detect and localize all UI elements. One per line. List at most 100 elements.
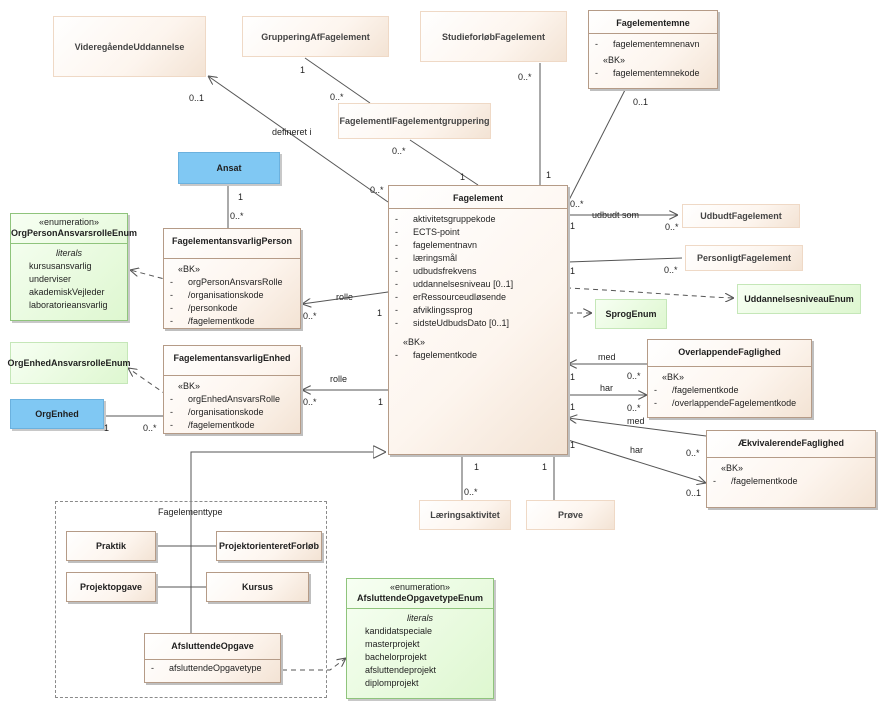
enum-name: SprogEnum	[605, 309, 657, 319]
class-name: VideregåendeUddannelse	[74, 41, 185, 52]
multiplicity: 0..1	[686, 488, 702, 498]
class-proeve[interactable]: Prøve	[526, 500, 615, 530]
enum-uddannelsesniveau[interactable]: UddannelsesniveauEnum	[737, 284, 861, 314]
class-gruppering-af-fagelement[interactable]: GrupperingAfFagelement	[242, 16, 389, 57]
attribute: -/fagelementkode	[654, 385, 739, 395]
role-label-med-overlappende: med	[598, 352, 616, 362]
class-name: OverlappendeFaglighed	[678, 347, 781, 357]
multiplicity: 0..*	[627, 403, 641, 413]
class-projektopgave[interactable]: Projektopgave	[66, 572, 156, 602]
bk-stereotype: «BK»	[662, 372, 685, 382]
class-afsluttende-opgave[interactable]: AfsluttendeOpgave -afsluttendeOpgavetype	[144, 633, 281, 683]
class-personligt-fagelement[interactable]: PersonligtFagelement	[685, 245, 803, 271]
role-label-rolle-person: rolle	[336, 292, 354, 302]
class-name: FagelementIFagelementgruppering	[339, 116, 490, 126]
class-udbudt-fagelement[interactable]: UdbudtFagelement	[682, 204, 800, 228]
class-name: Fagelement	[452, 193, 503, 203]
multiplicity: 0..*	[303, 397, 317, 407]
class-praktik[interactable]: Praktik	[66, 531, 156, 561]
attribute: -uddannelsesniveau [0..1]	[395, 279, 514, 289]
class-videregaaende-uddannelse[interactable]: VideregåendeUddannelse	[53, 16, 206, 77]
attribute: -/fagelementkode	[170, 316, 255, 326]
attribute: -sidsteUdbudsDato [0..1]	[395, 318, 510, 328]
literal-list: kursusansvarlig underviser akademiskVejl…	[11, 260, 127, 312]
role-label-defineret-i: defineret i	[272, 127, 312, 137]
separator	[164, 258, 300, 259]
class-aekvivalerende-faglighed[interactable]: ÆkvivalerendeFaglighed «BK» -/fagelement…	[706, 430, 876, 508]
class-org-enhed[interactable]: OrgEnhed	[10, 399, 104, 429]
multiplicity: 0..*	[330, 92, 344, 102]
attribute: -/organisationskode	[170, 407, 264, 417]
literal: kursusansvarlig	[29, 261, 92, 271]
literal: afsluttendeprojekt	[365, 665, 437, 675]
attribute: -fagelementnavn	[395, 240, 478, 250]
attribute: -fagelementemnenavn	[595, 39, 700, 49]
class-name: Projektopgave	[79, 582, 143, 592]
attribute-list: -orgEnhedAnsvarsRolle -/organisationskod…	[164, 393, 300, 432]
bk-attribute-list: -fagelementemnekode	[589, 67, 717, 80]
class-projektorienteret-forloeb[interactable]: ProjektorienteretForløb	[216, 531, 322, 561]
class-name: GrupperingAfFagelement	[261, 31, 370, 42]
class-name: ProjektorienteretForløb	[218, 541, 319, 551]
class-name: Kursus	[241, 582, 273, 592]
class-laeringsaktivitet[interactable]: Læringsaktivitet	[419, 500, 511, 530]
class-fagelement[interactable]: Fagelement -aktivitetsgruppekode -ECTS-p…	[388, 185, 568, 455]
class-name: Ansat	[216, 163, 242, 173]
package-title: Fagelementtype	[158, 507, 223, 517]
multiplicity: 1	[570, 266, 576, 276]
literal: laboratorieansvarlig	[29, 300, 108, 310]
attribute: -læringsmål	[395, 253, 458, 263]
literal: masterprojekt	[365, 639, 420, 649]
multiplicity: 0..1	[633, 97, 649, 107]
class-fagelementansvarlig-person[interactable]: FagelementansvarligPerson «BK» -orgPerso…	[163, 228, 301, 329]
attribute: -aktivitetsgruppekode	[395, 214, 496, 224]
attribute-list: -fagelementemnenavn	[589, 34, 717, 51]
class-studieforloeb-fagelement[interactable]: StudieforløbFagelement	[420, 11, 567, 62]
attribute-list: -/fagelementkode -/overlappendeFagelemen…	[648, 384, 811, 410]
association-personligt	[567, 257, 683, 263]
multiplicity: 0..*	[686, 448, 700, 458]
multiplicity: 1	[570, 440, 576, 450]
class-name: OrgEnhed	[35, 409, 79, 419]
role-label-med-aekvivalerende: med	[627, 416, 645, 426]
multiplicity: 1	[377, 308, 383, 318]
separator	[164, 375, 300, 376]
multiplicity: 0..*	[627, 371, 641, 381]
enum-afsluttende-opgavetype[interactable]: «enumeration» AfsluttendeOpgavetypeEnum …	[346, 578, 494, 699]
literal: kandidatspeciale	[365, 626, 433, 636]
enum-org-enhed-ansvarsrolle[interactable]: OrgEnhedAnsvarsrolleEnum	[7, 342, 131, 384]
attribute-list: -orgPersonAnsvarsRolle -/organisationsko…	[164, 276, 300, 328]
enum-sprog[interactable]: SprogEnum	[595, 299, 667, 329]
role-label-har-overlappende: har	[600, 383, 614, 393]
bk-stereotype: «BK»	[603, 55, 626, 65]
attribute: -/personkode	[170, 303, 238, 313]
attribute: -/organisationskode	[170, 290, 264, 300]
separator	[707, 457, 875, 458]
enum-name: UddannelsesniveauEnum	[744, 294, 854, 304]
class-kursus[interactable]: Kursus	[206, 572, 309, 602]
enum-name: OrgEnhedAnsvarsrolleEnum	[7, 358, 131, 368]
attribute: -/fagelementkode	[713, 476, 798, 486]
class-fagelement-i-fagelementgruppering[interactable]: FagelementIFagelementgruppering	[338, 103, 491, 139]
stereotype: «enumeration»	[38, 217, 100, 227]
multiplicity: 1	[378, 397, 384, 407]
enum-name: AfsluttendeOpgavetypeEnum	[356, 593, 484, 603]
multiplicity: 1	[474, 462, 480, 472]
class-ansat[interactable]: Ansat	[178, 152, 280, 184]
association-fi-gruppering-fagelement	[409, 139, 479, 186]
class-fagelementansvarlig-enhed[interactable]: FagelementansvarligEnhed «BK» -orgEnhedA…	[163, 345, 301, 434]
multiplicity: 0..*	[518, 72, 532, 82]
class-overlappende-faglighed[interactable]: OverlappendeFaglighed «BK» -/fagelementk…	[647, 339, 812, 418]
separator	[145, 659, 280, 660]
attribute: -/fagelementkode	[170, 420, 255, 430]
package-fagelementtype	[55, 501, 327, 698]
attribute: -ECTS-point	[395, 227, 460, 237]
attribute: -fagelementemnekode	[595, 68, 700, 78]
enum-org-person-ansvarsrolle[interactable]: «enumeration» OrgPersonAnsvarsrolleEnum …	[10, 213, 138, 321]
class-fagelementemne[interactable]: Fagelementemne -fagelementemnenavn «BK» …	[588, 10, 718, 89]
attribute: -orgEnhedAnsvarsRolle	[170, 394, 281, 404]
multiplicity: 0..*	[370, 185, 384, 195]
enum-name: OrgPersonAnsvarsrolleEnum	[11, 228, 138, 238]
role-label-har-aekvivalerende: har	[630, 445, 644, 455]
